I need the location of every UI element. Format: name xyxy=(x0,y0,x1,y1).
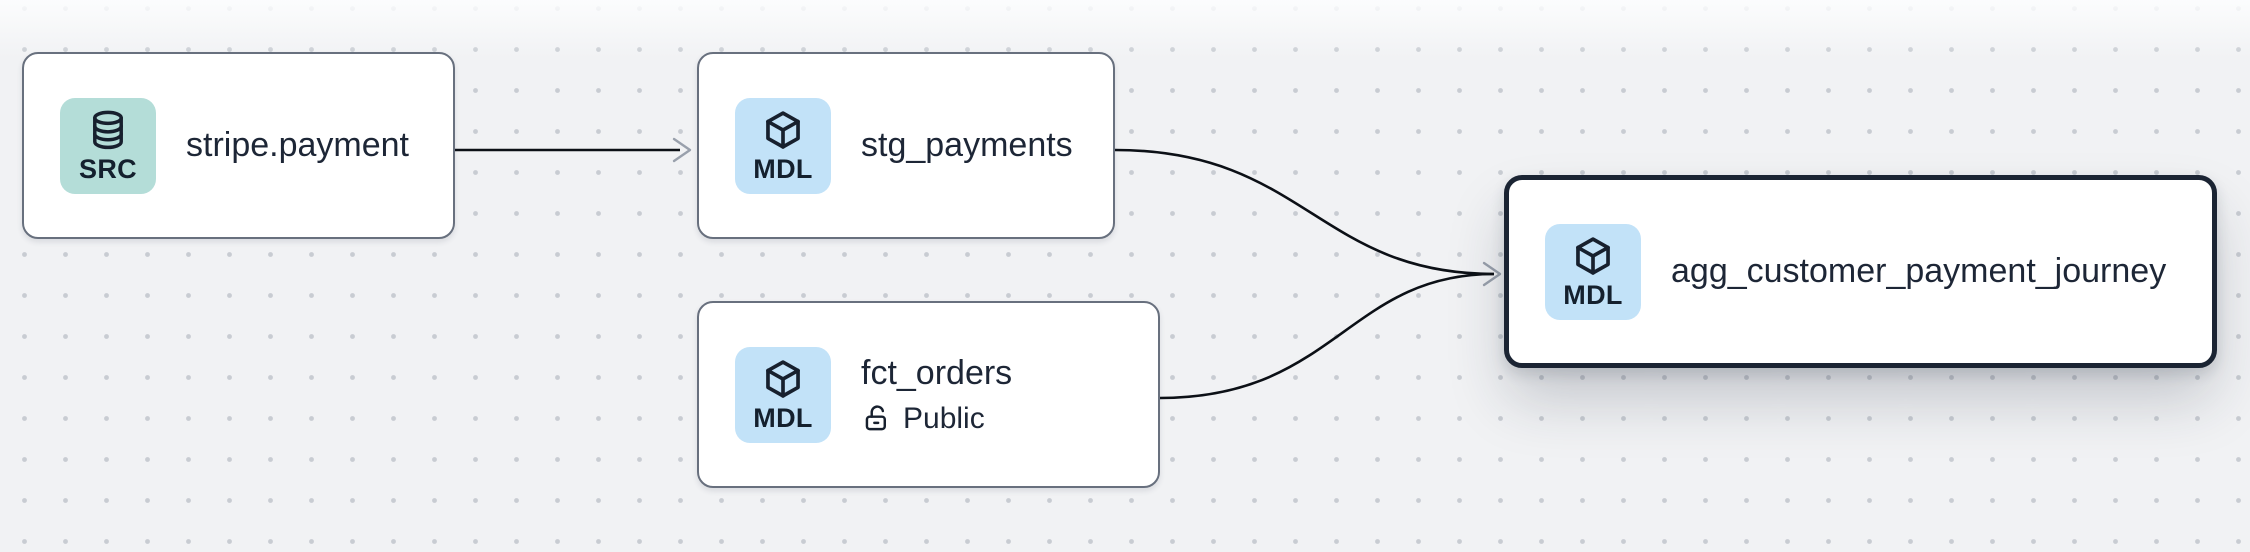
cube-icon xyxy=(766,360,800,398)
access-row: Public xyxy=(861,402,1012,436)
arrowhead-icon xyxy=(1482,261,1502,287)
node-title: stg_payments xyxy=(861,126,1073,165)
edge-fct-orders-to-agg-customer-payment-journey[interactable] xyxy=(1159,272,1495,400)
source-badge: SRC xyxy=(60,97,156,194)
node-title: agg_customer_payment_journey xyxy=(1671,252,2167,291)
unlock-icon xyxy=(865,405,886,431)
lineage-node-agg-customer-payment-journey[interactable]: MDL agg_customer_payment_journey xyxy=(1504,175,2217,368)
node-title: fct_orders xyxy=(861,354,1013,393)
badge-label: MDL xyxy=(753,153,813,184)
edge-stg-payments-to-agg-customer-payment-journey[interactable] xyxy=(1114,148,1495,276)
node-title: stripe.payment xyxy=(186,126,409,165)
badge-label: MDL xyxy=(753,402,813,433)
badge-label: SRC xyxy=(79,153,137,184)
cube-icon xyxy=(1576,237,1610,275)
model-badge: MDL xyxy=(735,97,831,194)
arrowhead-icon xyxy=(672,137,692,163)
model-badge: MDL xyxy=(735,346,831,443)
lineage-node-stripe-payment[interactable]: SRC stripe.payment xyxy=(22,52,455,239)
lineage-node-stg-payments[interactable]: MDL stg_payments xyxy=(697,52,1115,239)
access-label: Public xyxy=(903,401,985,435)
badge-label: MDL xyxy=(1563,279,1623,310)
lineage-node-fct-orders[interactable]: MDL fct_orders Public xyxy=(697,301,1160,488)
database-icon xyxy=(93,110,123,149)
model-badge: MDL xyxy=(1545,223,1641,320)
cube-icon xyxy=(766,111,800,149)
